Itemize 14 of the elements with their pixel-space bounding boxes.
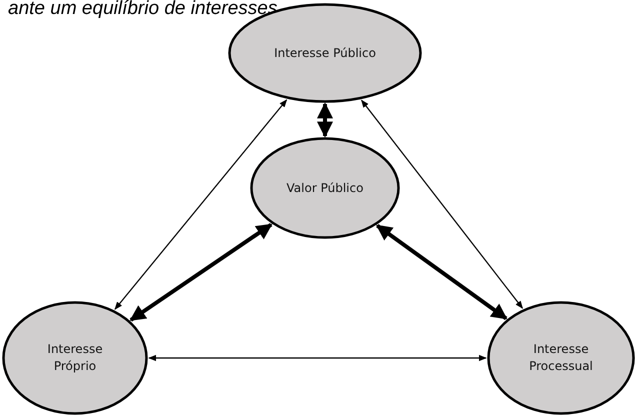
node-label: Valor Público xyxy=(286,180,364,196)
node-label: Interesse Processual xyxy=(528,341,594,375)
double-arrow xyxy=(361,100,523,309)
node-label: Interesse Público xyxy=(274,44,376,62)
double-arrow xyxy=(130,222,272,322)
ellipse-node xyxy=(487,301,635,415)
double-arrow xyxy=(376,224,508,320)
double-arrow xyxy=(317,102,333,138)
ellipse-node xyxy=(2,301,148,415)
ellipse-node xyxy=(250,137,400,239)
node-label: Interesse Próprio xyxy=(46,341,104,375)
title: ante um equilíbrio de interesses xyxy=(8,0,278,20)
double-arrow xyxy=(114,99,288,310)
double-arrow xyxy=(148,354,487,362)
